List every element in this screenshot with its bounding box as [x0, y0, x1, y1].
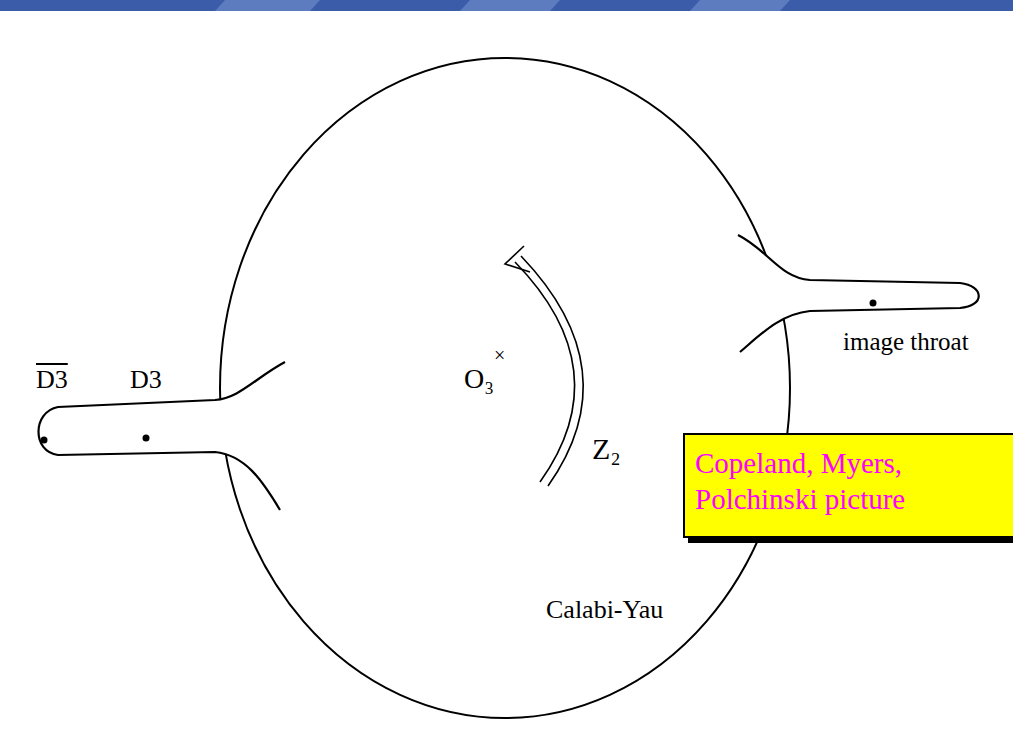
header-bar: [215, 0, 320, 11]
citation-box: Copeland, Myers, Polchinski picture: [683, 433, 1013, 538]
label: D3: [36, 366, 68, 395]
header-bar: [0, 0, 1013, 11]
label: O₃: [464, 364, 494, 395]
header-bar: [690, 0, 790, 11]
label: image throat: [843, 328, 969, 356]
citation-text: Copeland, Myers, Polchinski picture: [695, 445, 991, 518]
z2-arrowhead: [505, 246, 530, 272]
throat: [39, 362, 286, 510]
image-brane-dot: [870, 300, 877, 307]
label: D3: [130, 366, 162, 395]
calabi-yau-outline: [220, 58, 790, 718]
anti-brane-dot: [41, 437, 48, 444]
throat-fill: [39, 362, 301, 510]
z2-arrow: [515, 262, 575, 482]
label: ×: [494, 344, 505, 366]
label: Calabi-Yau: [546, 596, 663, 625]
brane-dot: [143, 435, 150, 442]
header-bar: [460, 0, 560, 11]
label: Z₂: [592, 432, 621, 465]
z2-arrow: [521, 256, 583, 486]
